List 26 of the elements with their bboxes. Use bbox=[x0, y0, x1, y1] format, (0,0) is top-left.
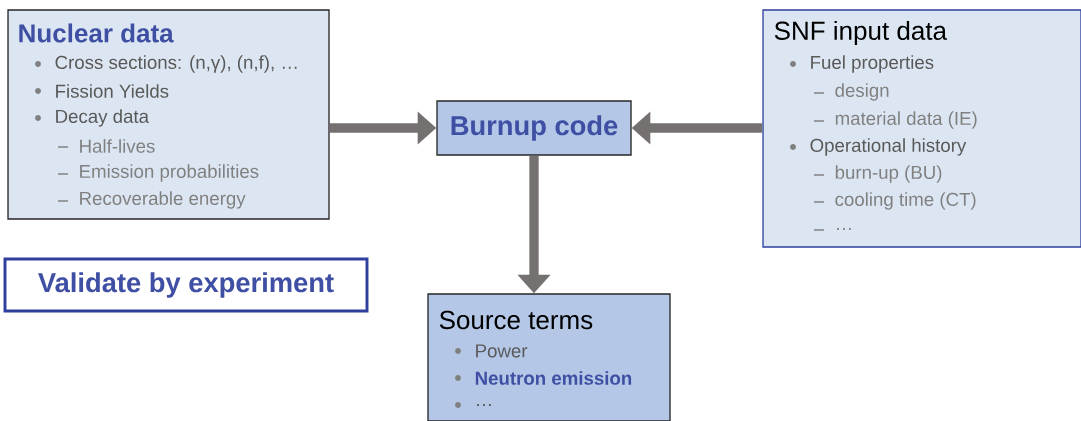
info-box bbox=[7, 9, 330, 220]
list-item: burn-up (BU) bbox=[813, 165, 942, 183]
list-item: Fission Yields bbox=[35, 84, 169, 98]
info-box bbox=[427, 293, 671, 421]
list-item: material data (IE) bbox=[813, 111, 977, 129]
list-item: Half-lives bbox=[57, 139, 155, 153]
list-item: Fuel properties bbox=[790, 55, 934, 73]
list-item: Power bbox=[455, 344, 528, 358]
box-heading: Source terms bbox=[439, 310, 593, 330]
info-box bbox=[3, 257, 369, 313]
list-item: … bbox=[455, 402, 491, 408]
list-item: Recoverable energy bbox=[57, 191, 246, 209]
list-item: Decay data bbox=[35, 109, 149, 127]
list-item: Neutron emission bbox=[455, 371, 632, 385]
list-item: Cross sections: (n,γ), (n,f), … bbox=[35, 55, 297, 73]
list-item: … bbox=[813, 228, 851, 231]
list-item: Operational history bbox=[790, 138, 967, 156]
list-item: design bbox=[813, 83, 889, 101]
box-title: Burnup code bbox=[451, 115, 618, 141]
box-title: Validate by experiment bbox=[38, 272, 334, 298]
box-heading: Nuclear data bbox=[19, 23, 174, 43]
list-item: Emission probabilities bbox=[57, 164, 259, 182]
box-heading: SNF input data bbox=[774, 20, 947, 46]
info-box bbox=[436, 100, 632, 156]
info-box bbox=[762, 9, 1081, 248]
list-item: cooling time (CT) bbox=[813, 192, 976, 210]
